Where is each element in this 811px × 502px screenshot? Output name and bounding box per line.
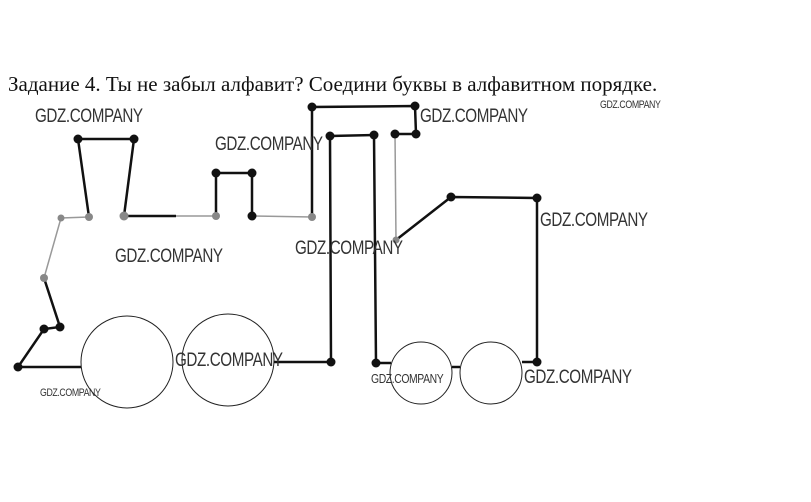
wheel (181, 313, 275, 407)
cab-line (329, 133, 391, 365)
wheel (80, 315, 174, 409)
watermark: GDZ.COMPANY (295, 238, 403, 259)
watermark: GDZ.COMPANY (600, 99, 661, 111)
front-line (15, 277, 81, 369)
wheels (80, 313, 523, 409)
watermark: GDZ.COMPANY (524, 367, 632, 388)
chimney-line (76, 137, 176, 218)
wheel (389, 341, 453, 405)
watermark: GDZ.COMPANY (40, 387, 101, 399)
task-title: Задание 4. Ты не забыл алфавит? Соедини … (8, 72, 658, 96)
watermark: GDZ.COMPANY (215, 134, 323, 155)
cab-roof-line (310, 104, 418, 217)
faded-dots (40, 211, 400, 282)
watermark: GDZ.COMPANY (540, 210, 648, 231)
wheel (459, 341, 523, 405)
tender-line (395, 195, 539, 364)
watermark: GDZ.COMPANY (371, 371, 444, 386)
dome-line (214, 171, 254, 216)
watermark: GDZ.COMPANY (35, 106, 143, 127)
dots (13, 101, 542, 372)
watermark: GDZ.COMPANY (420, 106, 528, 127)
watermark: GDZ.COMPANY (115, 246, 223, 267)
watermark: GDZ.COMPANY (175, 350, 283, 371)
